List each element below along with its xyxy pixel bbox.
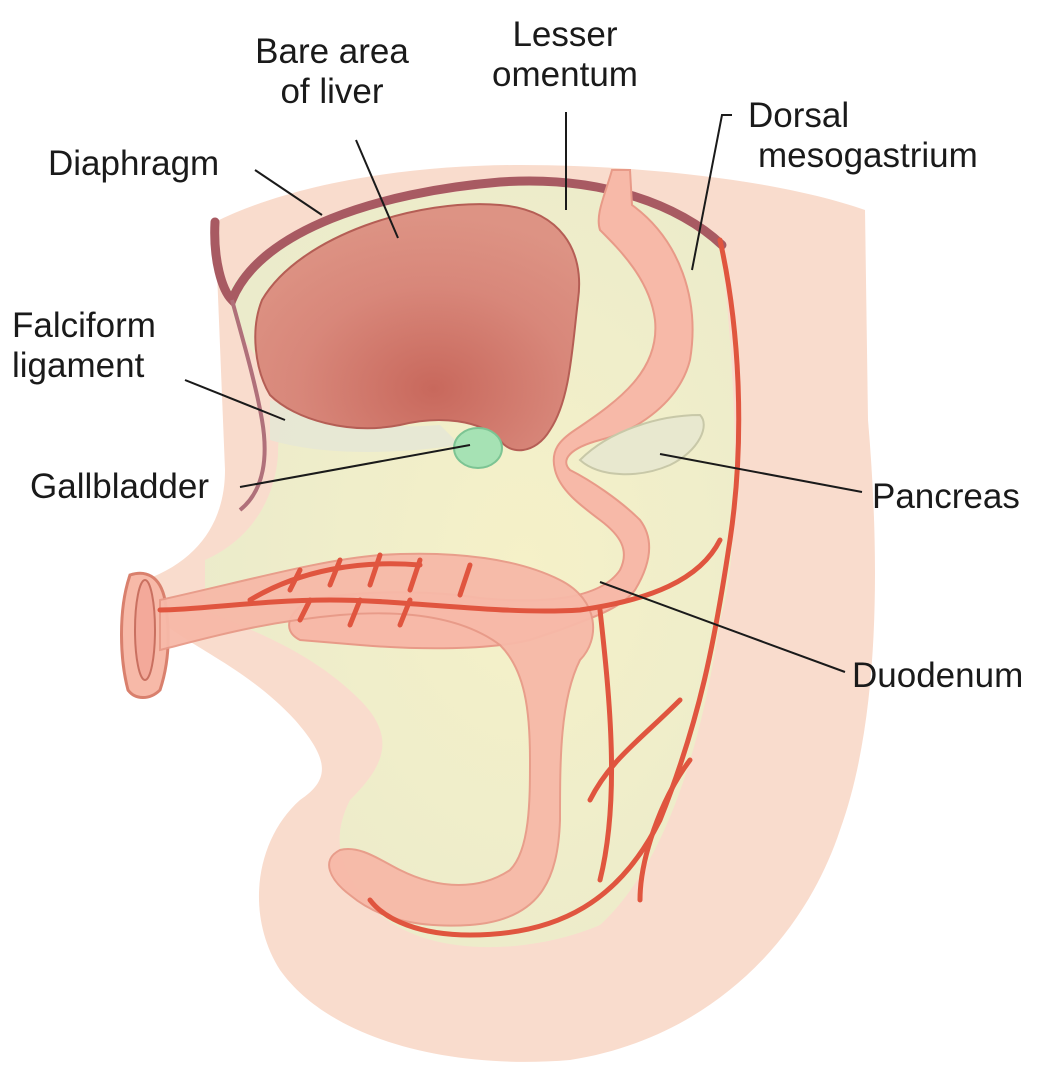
label-falciform-line1: Falciform: [12, 306, 156, 346]
label-duodenum: Duodenum: [852, 656, 1023, 696]
label-gallbladder: Gallbladder: [30, 467, 209, 507]
label-lesser-omentum-line2: omentum: [470, 55, 660, 95]
label-lesser-omentum-line1: Lesser: [470, 15, 660, 55]
label-bare-area-of-liver: Bare area of liver: [216, 32, 448, 112]
label-falciform-ligament: Falciform ligament: [12, 306, 156, 386]
gut-lumen: [135, 580, 155, 680]
label-pancreas: Pancreas: [872, 477, 1020, 517]
label-lesser-omentum: Lesser omentum: [470, 15, 660, 95]
label-dorsal-line1: Dorsal: [748, 96, 1018, 136]
label-diaphragm: Diaphragm: [48, 144, 219, 184]
label-bare-area-line2: of liver: [216, 72, 448, 112]
label-bare-area-line1: Bare area: [216, 32, 448, 72]
gallbladder: [454, 428, 502, 468]
label-dorsal-mesogastrium: Dorsal mesogastrium: [748, 96, 1018, 176]
label-dorsal-line2: mesogastrium: [758, 136, 1018, 176]
label-falciform-line2: ligament: [12, 346, 156, 386]
